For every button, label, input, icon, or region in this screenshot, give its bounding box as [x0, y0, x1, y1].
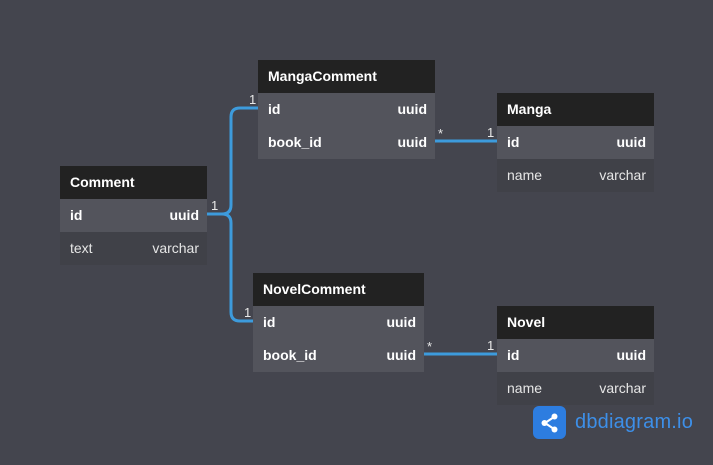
table-novel-comment[interactable]: NovelComment id uuid book_id uuid: [253, 273, 424, 372]
share-nodes-icon: [533, 406, 566, 439]
table-header[interactable]: Comment: [60, 166, 207, 199]
field-type: varchar: [152, 240, 199, 256]
field-type: varchar: [599, 167, 646, 183]
field-row-id[interactable]: id uuid: [258, 93, 435, 126]
table-novel[interactable]: Novel id uuid name varchar: [497, 306, 654, 405]
field-row-id[interactable]: id uuid: [60, 199, 207, 232]
field-type: uuid: [169, 207, 199, 223]
field-row-book-id[interactable]: book_id uuid: [258, 126, 435, 159]
table-header[interactable]: NovelComment: [253, 273, 424, 306]
field-row-id[interactable]: id uuid: [497, 126, 654, 159]
field-type: uuid: [397, 134, 427, 150]
cardinality-label: *: [427, 339, 433, 354]
cardinality-label: 1: [244, 305, 252, 320]
field-type: uuid: [386, 314, 416, 330]
field-name: book_id: [263, 347, 317, 363]
field-type: uuid: [386, 347, 416, 363]
field-row-text[interactable]: text varchar: [60, 232, 207, 265]
field-name: id: [507, 134, 520, 150]
table-header[interactable]: MangaComment: [258, 60, 435, 93]
field-name: name: [507, 167, 543, 183]
field-name: id: [263, 314, 276, 330]
field-name: id: [70, 207, 83, 223]
field-row-name[interactable]: name varchar: [497, 159, 654, 192]
table-comment[interactable]: Comment id uuid text varchar: [60, 166, 207, 265]
connector-comment-novel-comment[interactable]: [221, 212, 253, 323]
field-type: uuid: [397, 101, 427, 117]
cardinality-label: 1: [249, 92, 257, 107]
table-header[interactable]: Novel: [497, 306, 654, 339]
field-type: uuid: [616, 347, 646, 363]
field-row-id[interactable]: id uuid: [253, 306, 424, 339]
cardinality-label: 1: [487, 338, 495, 353]
table-header[interactable]: Manga: [497, 93, 654, 126]
brand-name: dbdiagram.io: [575, 411, 694, 433]
table-manga[interactable]: Manga id uuid name varchar: [497, 93, 654, 192]
field-row-name[interactable]: name varchar: [497, 372, 654, 405]
field-name: name: [507, 380, 543, 396]
field-row-book-id[interactable]: book_id uuid: [253, 339, 424, 372]
field-type: varchar: [599, 380, 646, 396]
brand-logo[interactable]: dbdiagram.io: [533, 406, 693, 439]
field-name: id: [507, 347, 520, 363]
cardinality-label: *: [438, 126, 444, 141]
field-name: book_id: [268, 134, 322, 150]
field-name: id: [268, 101, 281, 117]
table-manga-comment[interactable]: MangaComment id uuid book_id uuid: [258, 60, 435, 159]
field-type: uuid: [616, 134, 646, 150]
field-name: text: [70, 240, 93, 256]
cardinality-label: 1: [487, 125, 495, 140]
field-row-id[interactable]: id uuid: [497, 339, 654, 372]
cardinality-label: 1: [211, 198, 219, 213]
